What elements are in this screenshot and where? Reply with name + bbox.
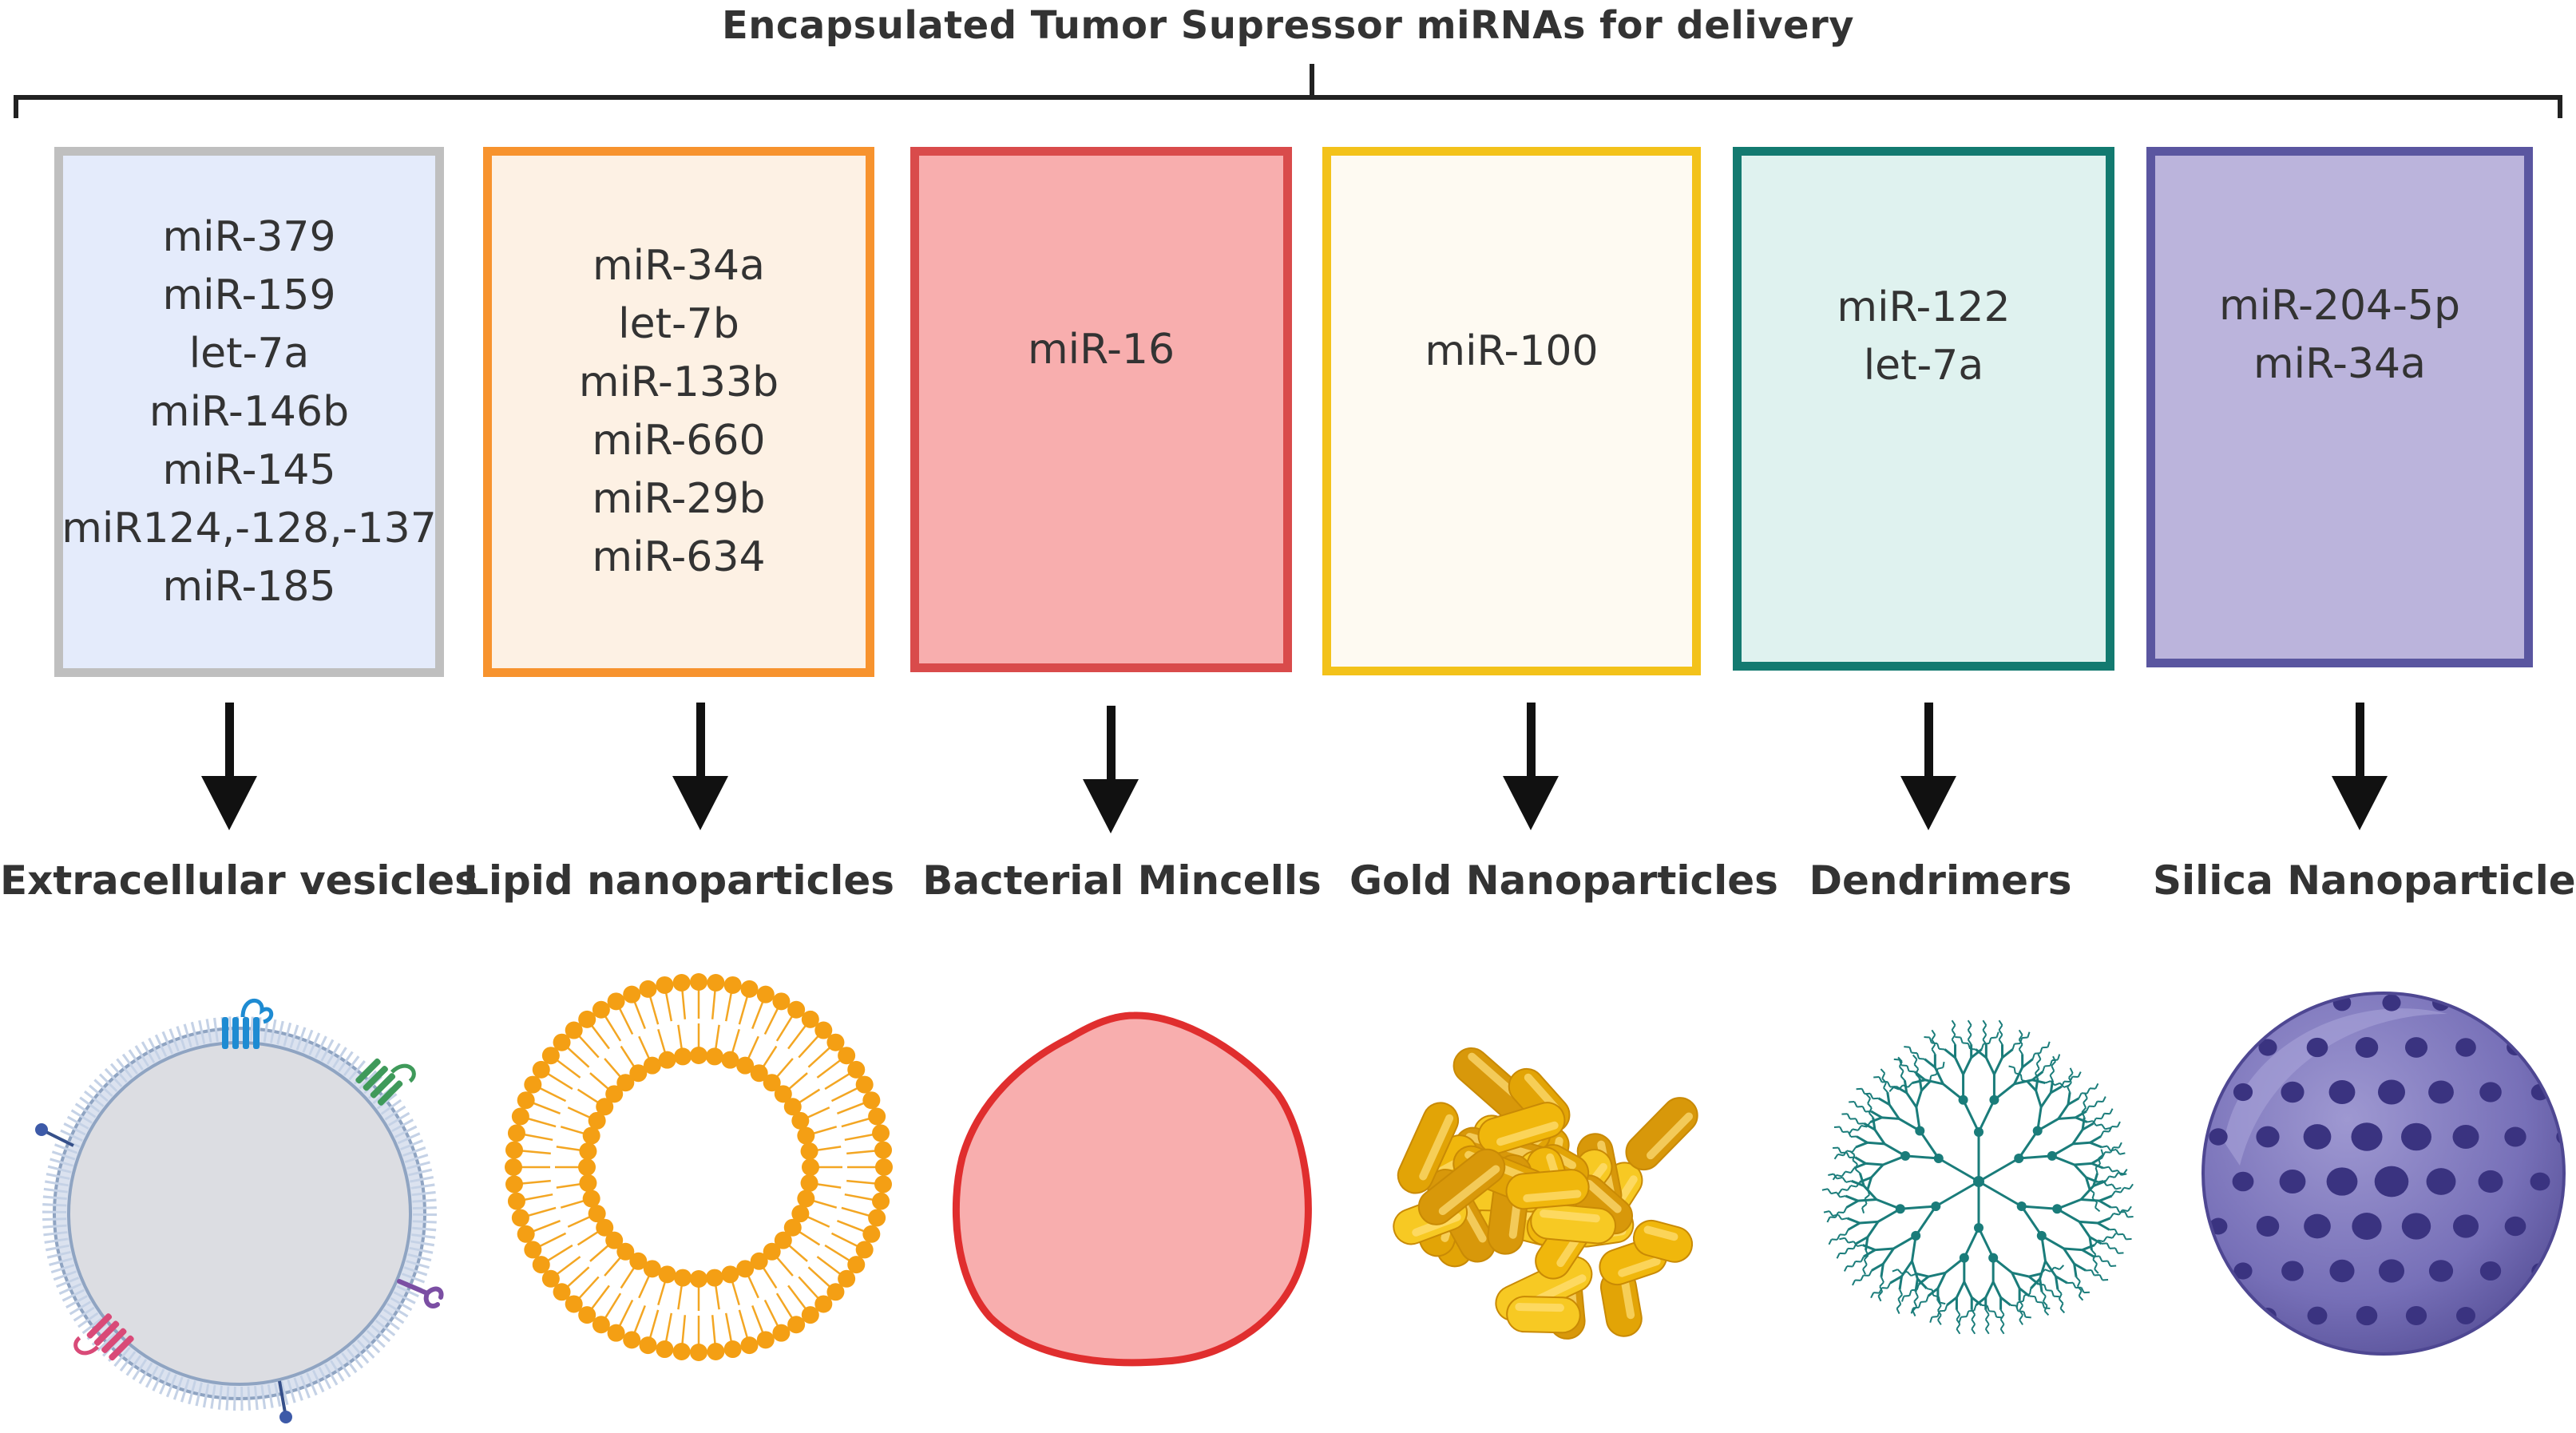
mirna-item: miR-29b bbox=[592, 475, 766, 523]
mirna-item: miR-34a bbox=[2253, 340, 2426, 388]
down-arrow-icon bbox=[201, 703, 257, 830]
carrier-label-lipid-nanoparticles: Lipid nanoparticles bbox=[462, 857, 895, 904]
mirna-item: miR-34a bbox=[592, 242, 765, 290]
mirna-item: miR-133b bbox=[578, 358, 779, 406]
gold-nanoparticle-icon bbox=[1393, 1047, 1698, 1340]
box-silica-nanoparticles: miR-204-5p miR-34a bbox=[2146, 147, 2533, 667]
mirna-item: miR-185 bbox=[162, 562, 336, 611]
dendrimer-icon bbox=[1821, 1019, 2134, 1335]
box-gold-nanoparticles: miR-100 bbox=[1322, 147, 1701, 675]
mirna-list: miR-100 bbox=[1425, 323, 1598, 381]
mirna-list: miR-16 bbox=[1028, 321, 1175, 379]
silica-nanoparticle-icon bbox=[2201, 992, 2566, 1356]
carrier-label-gold-nanoparticles: Gold Nanoparticles bbox=[1349, 857, 1778, 904]
box-bacterial-minicells: miR-16 bbox=[910, 147, 1292, 672]
mirna-item: let-7b bbox=[618, 300, 739, 348]
mirna-item: miR-660 bbox=[592, 417, 766, 465]
bacterial-minicell-icon bbox=[952, 1011, 1312, 1367]
mirna-item: let-7a bbox=[1863, 342, 1984, 390]
mirna-list: miR-122 let-7a bbox=[1837, 279, 2010, 395]
mirna-item: miR-122 bbox=[1837, 283, 2011, 331]
mirna-list: miR-204-5p miR-34a bbox=[2219, 277, 2460, 394]
carrier-label-bacterial-minicells: Bacterial Mincells bbox=[922, 857, 1322, 904]
box-extracellular-vesicles: miR-379 miR-159 let-7a miR-146b miR-145 … bbox=[54, 147, 444, 677]
down-arrow-icon bbox=[672, 703, 728, 830]
carrier-label-silica-nanoparticles: Silica Nanoparticles bbox=[2153, 857, 2576, 904]
extracellular-vesicle-icon bbox=[35, 998, 444, 1423]
mirna-item: miR-204-5p bbox=[2219, 282, 2460, 330]
mirna-list: miR-34a let-7b miR-133b miR-660 miR-29b … bbox=[579, 237, 779, 587]
box-lipid-nanoparticles: miR-34a let-7b miR-133b miR-660 miR-29b … bbox=[483, 147, 874, 677]
down-arrow-icon bbox=[1083, 706, 1139, 833]
mirna-item: miR-634 bbox=[592, 533, 766, 581]
mirna-item: miR-159 bbox=[162, 271, 336, 319]
mirna-list: miR-379 miR-159 let-7a miR-146b miR-145 … bbox=[61, 208, 437, 616]
diagram-title: Encapsulated Tumor Supressor miRNAs for … bbox=[721, 3, 1855, 48]
mirna-item: miR124,-128,-137 bbox=[61, 504, 437, 552]
down-arrow-icon bbox=[2332, 703, 2388, 830]
mirna-item: miR-16 bbox=[1027, 325, 1175, 374]
grouping-bracket bbox=[14, 64, 2562, 118]
mirna-item: miR-379 bbox=[162, 212, 336, 261]
carrier-label-extracellular-vesicles: Extracellular vesicles bbox=[0, 857, 478, 904]
box-dendrimers: miR-122 let-7a bbox=[1733, 147, 2114, 671]
carrier-label-dendrimers: Dendrimers bbox=[1809, 857, 2072, 904]
down-arrow-icon bbox=[1503, 703, 1559, 830]
lipid-nanoparticle-icon bbox=[505, 973, 893, 1361]
down-arrow-icon bbox=[1900, 703, 1956, 830]
mirna-item: miR-146b bbox=[149, 387, 350, 436]
mirna-item: miR-145 bbox=[162, 445, 336, 494]
mirna-item: miR-100 bbox=[1425, 327, 1599, 375]
mirna-item: let-7a bbox=[188, 329, 310, 378]
